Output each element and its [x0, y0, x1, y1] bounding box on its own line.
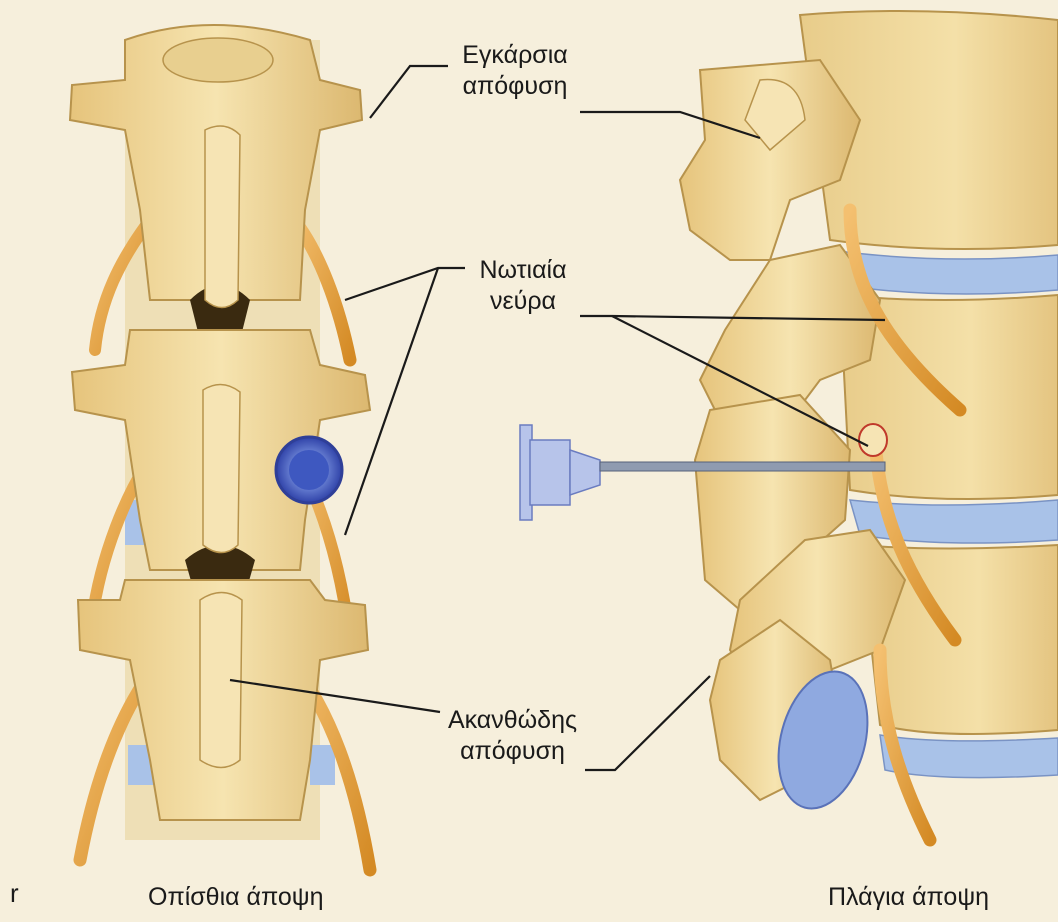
caption-posterior-view: Οπίσθια άποψη	[148, 883, 324, 912]
corner-text-fragment: r	[10, 878, 19, 909]
label-spinous-process-line2: απόφυση	[440, 736, 585, 767]
spinous-process-2	[203, 384, 240, 552]
label-spinal-nerves: Νωτιαία νεύρα	[468, 255, 578, 317]
spinous-process-1	[205, 126, 240, 308]
label-transverse-process-line2: απόφυση	[455, 71, 575, 102]
injection-site-core	[289, 450, 329, 490]
label-transverse-process-line1: Εγκάρσια	[455, 40, 575, 71]
lateral-view	[520, 11, 1058, 840]
label-transverse-process: Εγκάρσια απόφυση	[455, 40, 575, 102]
posterior-view	[70, 25, 370, 870]
canal-top	[163, 38, 273, 82]
label-spinous-process-line1: Ακανθώδης	[440, 705, 585, 736]
nerve-root-highlight	[859, 424, 887, 456]
label-spinal-nerves-line2: νεύρα	[468, 286, 578, 317]
label-spinal-nerves-line1: Νωτιαία	[468, 255, 578, 286]
caption-lateral-view: Πλάγια άποψη	[828, 883, 989, 912]
label-spinous-process: Ακανθώδης απόφυση	[440, 705, 585, 767]
disc-right-lower	[310, 745, 335, 785]
